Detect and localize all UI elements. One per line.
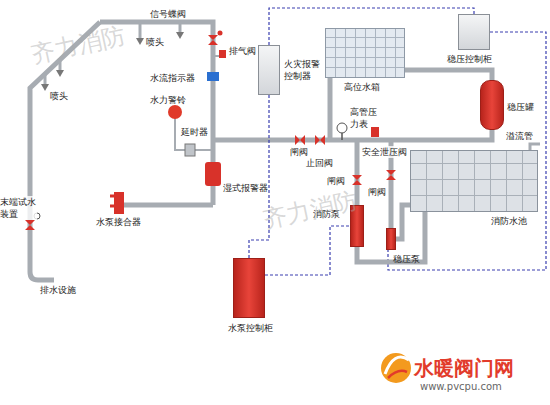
sprinkler-head	[56, 70, 64, 77]
sprinkler-head	[136, 38, 144, 45]
control-cabinet: 水泵控制柜	[233, 258, 265, 318]
component-label: 溢流管	[506, 130, 533, 142]
sprinkler-head	[41, 84, 49, 91]
gate-valve	[386, 170, 396, 180]
component-label: 排气阀	[229, 45, 256, 57]
site-logo: 水暖阀门网	[414, 356, 514, 381]
component-label: 喷头	[50, 90, 68, 102]
pump-box: 稳压泵	[386, 228, 396, 250]
pipe	[44, 74, 47, 84]
component-label: 水力警铃	[150, 94, 186, 106]
logo-icon	[381, 353, 411, 383]
node-label: 高位水箱	[344, 81, 380, 93]
gate-valve	[295, 135, 305, 145]
watermark: 齐力消防	[260, 185, 360, 234]
alarm-valve	[205, 162, 221, 186]
water-bell	[168, 105, 182, 119]
node-label: 稳压泵	[393, 253, 420, 265]
check-valve	[315, 135, 325, 145]
component-label: 水泵接合器	[96, 216, 141, 228]
node-label: 水泵控制柜	[228, 322, 273, 334]
pipe	[213, 55, 219, 57]
node-label: 火灾报警控制器	[284, 58, 321, 82]
site-url: www.pvcpu.com	[420, 380, 502, 393]
pipe	[328, 78, 333, 140]
cabinet-box: 火灾报警控制器	[258, 45, 280, 95]
water-pipe	[396, 205, 410, 239]
node-label: 稳压罐	[507, 101, 534, 113]
pressure-tank: 稳压罐	[480, 80, 504, 130]
signal-line	[265, 226, 350, 275]
component-label: 高管压力表	[350, 106, 378, 130]
pipe	[213, 130, 492, 140]
pump-connector	[110, 196, 114, 206]
test-valve	[25, 220, 35, 230]
pipe	[139, 22, 142, 38]
component-label: 闸阀	[327, 175, 345, 187]
pressure-gauge	[337, 123, 347, 133]
valve-handle	[218, 31, 223, 36]
water-pipe	[405, 70, 492, 80]
pump-connector	[114, 192, 124, 214]
water-pool: 消防水池	[410, 150, 538, 212]
delay-device	[185, 144, 195, 156]
logo-icon	[388, 371, 407, 378]
gate-valve	[352, 175, 362, 185]
pipe	[179, 22, 182, 32]
relief-valve	[371, 127, 379, 137]
exhaust-valve	[219, 50, 226, 58]
node-label: 消防水池	[491, 215, 527, 227]
component-label: 末端试水装置	[0, 196, 37, 220]
cabinet-box: 稳压控制柜	[458, 14, 490, 50]
water-tank: 高位水箱	[325, 28, 405, 78]
component-label: 湿式报警器	[223, 182, 268, 194]
component-label: 安全泄压阀	[362, 146, 407, 158]
drain-pipe	[30, 250, 54, 280]
component-label: 延时器	[181, 126, 208, 138]
pipe	[120, 203, 213, 208]
node-label: 稳压控制柜	[447, 53, 492, 65]
flow-indicator	[207, 72, 219, 81]
component-label: 止回阀	[306, 157, 333, 169]
component-label: 水流指示器	[150, 72, 195, 84]
component-label: 排水设施	[40, 284, 76, 296]
watermark: 齐力消防	[28, 20, 128, 69]
component-label: 信号蝶阀	[150, 8, 186, 20]
butterfly-valve	[208, 35, 218, 45]
component-label: 喷头	[146, 36, 164, 48]
sprinkler-head	[176, 32, 184, 39]
component-label: 闸阀	[290, 146, 308, 158]
signal-line	[388, 32, 546, 270]
component-label: 闸阀	[368, 186, 386, 198]
